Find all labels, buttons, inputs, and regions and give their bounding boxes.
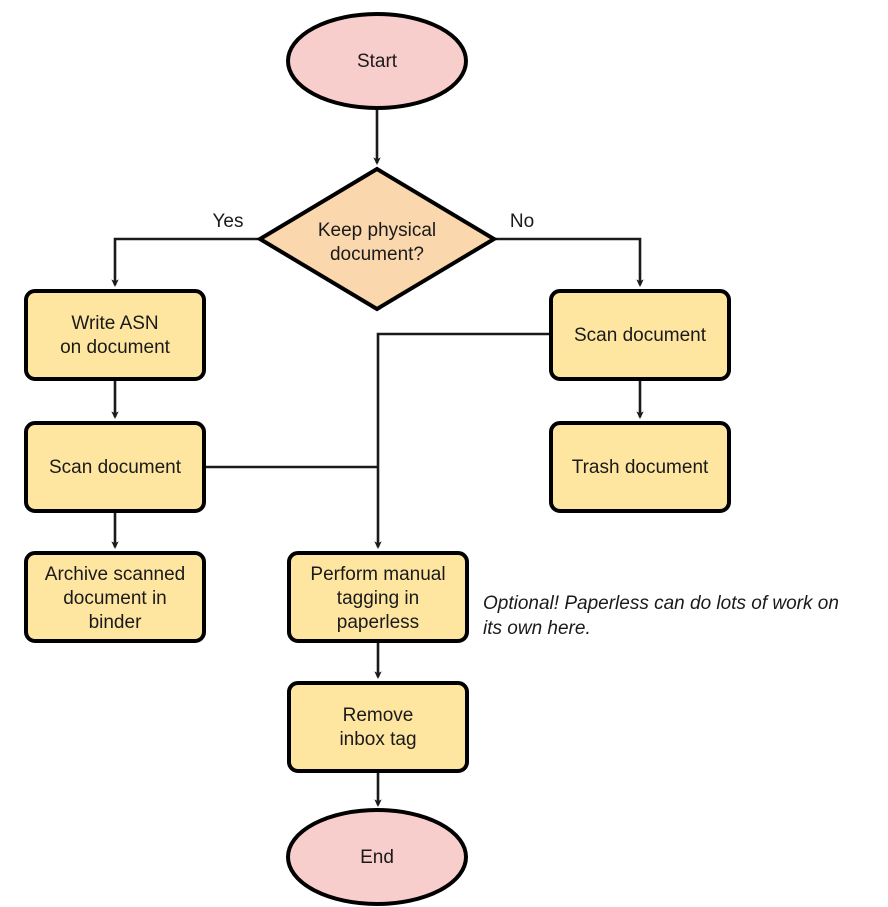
node-keep-physical-document-decision[interactable]: Keep physical document? [256, 166, 498, 312]
end-ellipse [286, 808, 468, 906]
archive-label-line-2: document in [63, 588, 167, 609]
edge-decision-to-write-asn [111, 237, 260, 288]
connector-layer [111, 108, 644, 808]
edge-label-yes: Yes [213, 211, 244, 232]
optional-note-line-1: Optional! Paperless can do lots of work … [483, 593, 839, 614]
node-perform-manual-tagging-in-paperless[interactable]: Perform manual tagging in paperless [287, 551, 469, 643]
archive-label-line-1: Archive scanned [45, 564, 185, 585]
scan-document-left-box [24, 421, 206, 513]
manual-tagging-label-line-3: paperless [337, 612, 419, 633]
manual-tagging-label-line-1: Perform manual [310, 564, 445, 585]
write-asn-label-line-1: Write ASN [71, 313, 158, 334]
manual-tagging-label-line-2: tagging in [337, 588, 419, 609]
remove-inbox-tag-label-line-1: Remove [343, 705, 414, 726]
annotation-optional-note: Optional! Paperless can do lots of work … [483, 593, 839, 639]
scan-document-left-label: Scan document [49, 457, 182, 478]
node-write-asn-on-document[interactable]: Write ASN on document [24, 289, 206, 381]
node-scan-document-left[interactable]: Scan document [24, 421, 206, 513]
write-asn-box [24, 289, 206, 381]
optional-note-line-2: its own here. [483, 618, 591, 639]
node-remove-inbox-tag[interactable]: Remove inbox tag [287, 681, 469, 773]
trash-document-label: Trash document [572, 457, 709, 478]
archive-label-line-3: binder [89, 612, 142, 633]
archive-box [24, 551, 206, 643]
scan-document-right-label: Scan document [574, 325, 707, 346]
write-asn-label-line-2: on document [60, 337, 171, 358]
scan-document-right-box [549, 289, 731, 381]
node-scan-document-right[interactable]: Scan document [549, 289, 731, 381]
node-archive-scanned-document-in-binder[interactable]: Archive scanned document in binder [24, 551, 206, 643]
edge-scan-right-to-manual-tagging [374, 332, 551, 550]
decision-label-line-1: Keep physical [318, 220, 436, 241]
manual-tagging-box [287, 551, 469, 643]
decision-label-line-2: document? [330, 244, 424, 265]
decision-diamond [256, 166, 498, 312]
trash-document-box [549, 421, 731, 513]
node-start[interactable]: Start [286, 12, 468, 110]
end-label: End [360, 847, 394, 868]
node-trash-document[interactable]: Trash document [549, 421, 731, 513]
edge-decision-to-scan-right [494, 237, 644, 288]
remove-inbox-tag-label-line-2: inbox tag [339, 729, 416, 750]
node-end[interactable]: End [286, 808, 468, 906]
start-ellipse [286, 12, 468, 110]
edge-label-no: No [510, 211, 534, 232]
remove-inbox-tag-box [287, 681, 469, 773]
start-label: Start [357, 51, 398, 72]
